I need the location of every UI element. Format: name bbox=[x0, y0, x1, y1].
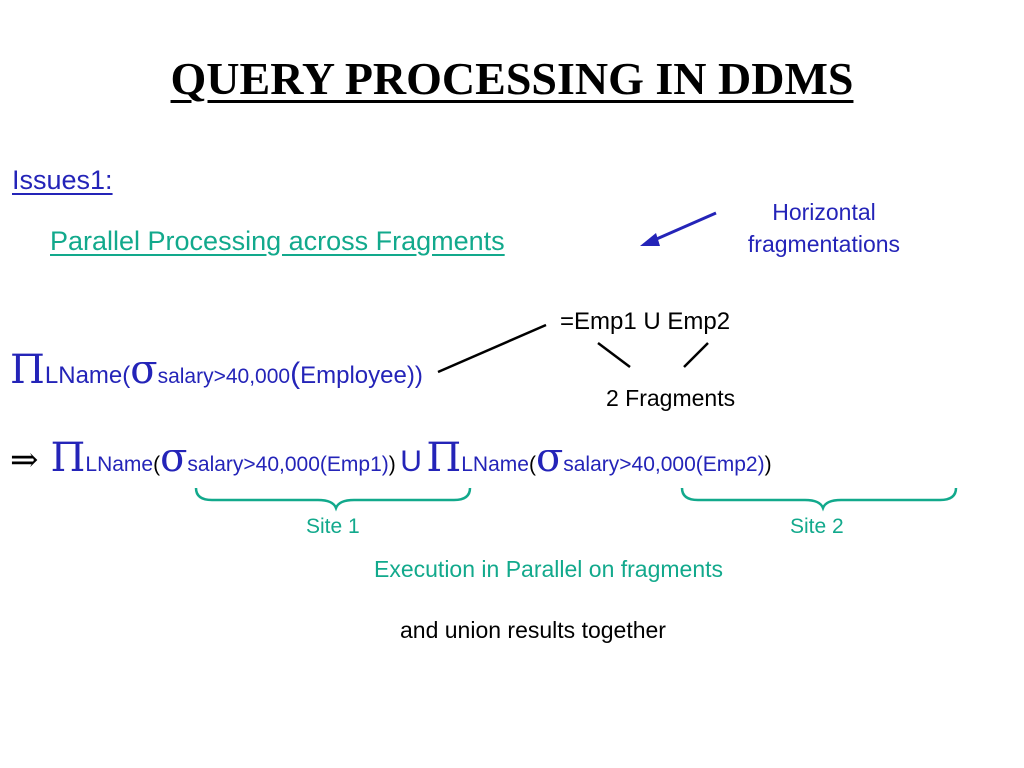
selection-condition-2: salary>40,000(Emp2) bbox=[563, 453, 765, 476]
site2-brace bbox=[680, 487, 958, 512]
horizontal-arrow-head bbox=[640, 233, 660, 246]
selection-condition: salary>40,000 bbox=[157, 365, 291, 388]
emp-union-pointer-line bbox=[437, 323, 547, 374]
projection-attribute-2: LName bbox=[461, 453, 529, 476]
horizontal-note-line-2: fragmentations bbox=[747, 231, 901, 257]
paren-close-2: ) bbox=[764, 453, 772, 476]
selection-symbol-2: σ bbox=[535, 435, 564, 481]
horizontal-fragmentations-note: Horizontal fragmentations bbox=[724, 196, 924, 260]
site-1-label: Site 1 bbox=[306, 515, 360, 538]
union-operator: U bbox=[400, 445, 422, 478]
projection-symbol: Π bbox=[10, 347, 45, 393]
union-results-note: and union results together bbox=[400, 617, 666, 643]
paren-close-1: ) bbox=[388, 453, 396, 476]
projection-symbol-1: Π bbox=[50, 435, 86, 481]
implies-symbol: ⇒ bbox=[10, 440, 39, 480]
paren-close: )) bbox=[406, 362, 423, 389]
original-query-expression: ΠLName(σsalary>40,000(Employee)) bbox=[10, 350, 423, 391]
paren-open-1: ( bbox=[153, 453, 161, 476]
selection-symbol: σ bbox=[130, 347, 158, 393]
parallel-processing-heading: Parallel Processing across Fragments bbox=[50, 226, 505, 256]
paren-open: ( bbox=[122, 362, 131, 389]
selection-symbol-1: σ bbox=[160, 435, 188, 481]
fragment-stroke-left bbox=[597, 342, 631, 368]
selection-condition-1: salary>40,000(Emp1) bbox=[187, 453, 389, 476]
relation-name: Employee bbox=[300, 362, 407, 389]
projection-attribute: LName bbox=[44, 362, 123, 389]
projection-attribute-1: LName bbox=[85, 453, 154, 476]
two-fragments-note: 2 Fragments bbox=[606, 385, 736, 411]
horizontal-note-line-1: Horizontal bbox=[772, 199, 876, 225]
projection-symbol-2: Π bbox=[426, 435, 462, 481]
slide-title: QUERY PROCESSING IN DDMS bbox=[170, 53, 854, 104]
paren-open-2: ( bbox=[290, 357, 301, 390]
fragmented-query-expression: ⇒ΠLName(σsalary>40,000(Emp1)) U ΠLName(σ… bbox=[10, 438, 772, 480]
emp-union-equation: =Emp1 U Emp2 bbox=[560, 308, 731, 335]
paren-open-2b: ( bbox=[528, 453, 536, 476]
fragment-stroke-right bbox=[683, 342, 709, 368]
issues-label: Issues1: bbox=[12, 165, 113, 195]
horizontal-arrow-line bbox=[651, 211, 717, 243]
execution-parallel-note: Execution in Parallel on fragments bbox=[374, 556, 724, 582]
site-2-label: Site 2 bbox=[790, 515, 844, 538]
site1-brace bbox=[194, 487, 472, 512]
